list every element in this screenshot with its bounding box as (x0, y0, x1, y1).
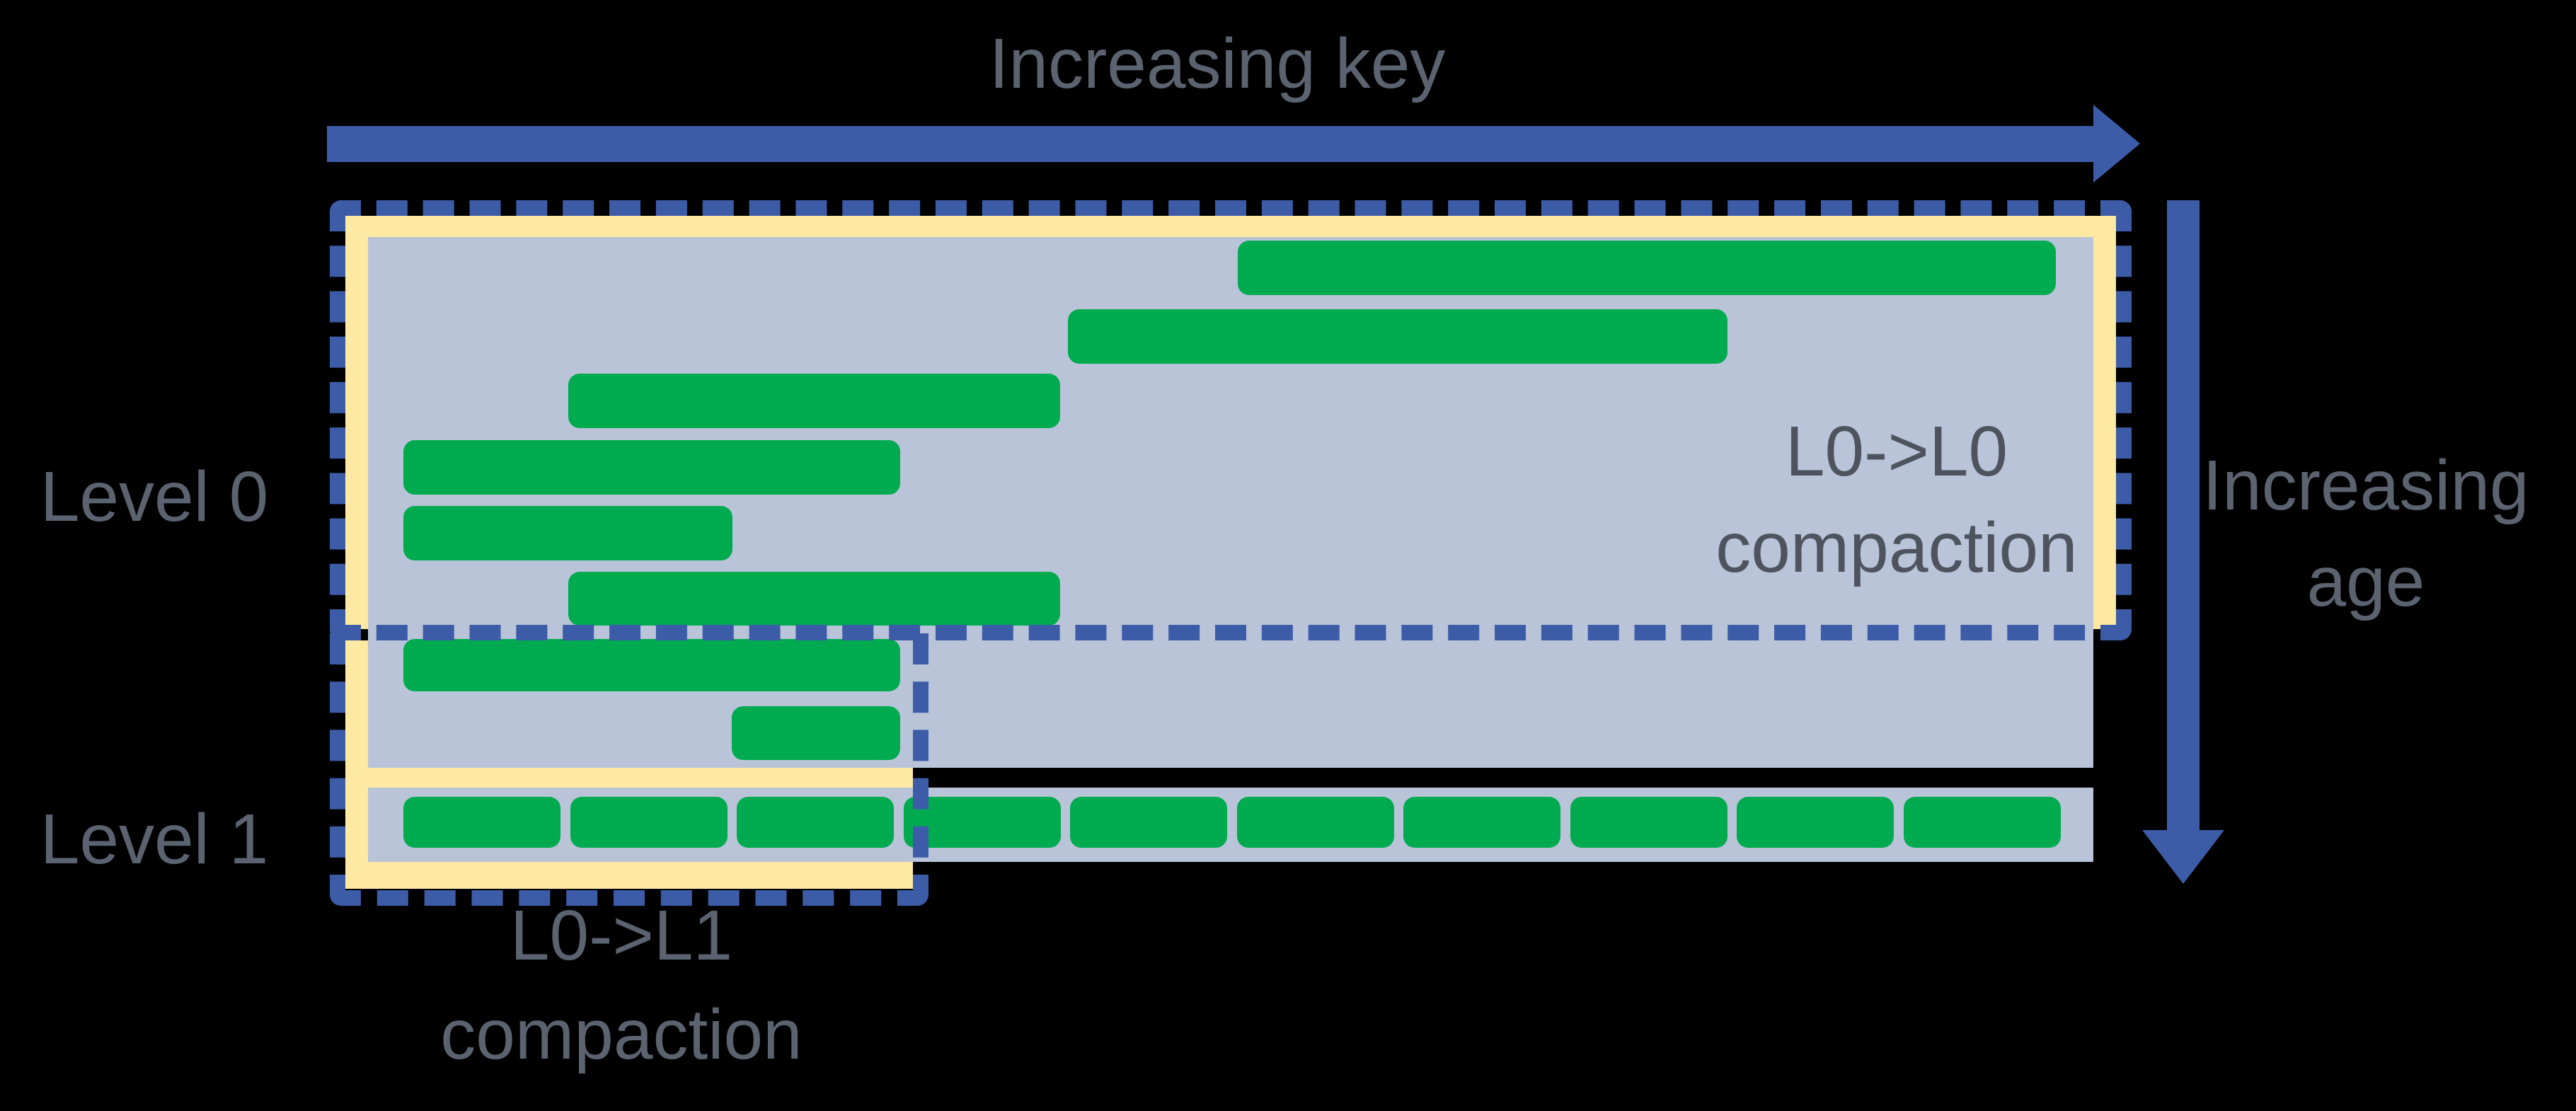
age-axis-arrow-shaft (2167, 200, 2200, 830)
l0-l1-compaction-label: L0->L1 compaction (338, 886, 904, 1084)
level1-sstable-bar (1904, 797, 2061, 848)
level0-sstable-bar (403, 440, 900, 495)
level0-sstable-bar (1068, 309, 1727, 364)
increasing-age-line2: age (2306, 542, 2425, 621)
l0-l0-compaction-label: L0->L0 compaction (1614, 403, 2180, 596)
l0-l0-compaction-line2: compaction (1715, 508, 2078, 587)
level1-sstable-bar (570, 797, 728, 848)
l0-l1-compaction-line1: L0->L1 (510, 896, 733, 975)
level1-sstable-bar (1737, 797, 1894, 848)
level0-sstable-bar (403, 639, 900, 691)
increasing-key-text: Increasing key (989, 24, 1446, 103)
level1-text: Level 1 (40, 800, 269, 879)
level1-sstable-bar (1237, 797, 1394, 848)
level1-sstable-bar (1403, 797, 1560, 848)
level1-label: Level 1 (13, 797, 296, 882)
level1-sstable-bar (904, 797, 1061, 848)
increasing-age-line1: Increasing (2202, 446, 2529, 525)
l0-l1-compaction-line2: compaction (440, 995, 803, 1074)
key-axis-arrowhead-icon (2093, 105, 2140, 183)
level0-sstable-bar (732, 706, 900, 760)
increasing-age-label: Increasing age (2156, 437, 2576, 630)
level0-sstable-bar (403, 506, 732, 560)
l0-l1-compaction-selection (330, 633, 928, 906)
level0-label: Level 0 (13, 454, 296, 539)
level1-sstable-bar (1070, 797, 1227, 848)
level0-text: Level 0 (40, 457, 269, 536)
level1-sstable-bar (737, 797, 894, 848)
l0-l0-compaction-selection (330, 200, 2132, 640)
l0-l0-compaction-line1: L0->L0 (1785, 412, 2008, 491)
increasing-key-label: Increasing key (793, 21, 1642, 106)
key-axis-arrow-shaft (327, 126, 2093, 162)
level0-sstable-bar (568, 572, 1060, 626)
level1-sstable-bar (403, 797, 560, 848)
level0-sstable-bar (568, 374, 1060, 428)
age-axis-arrowhead-icon (2142, 830, 2224, 884)
level1-sstable-bar (1570, 797, 1727, 848)
level0-sstable-bar (1238, 241, 2056, 295)
